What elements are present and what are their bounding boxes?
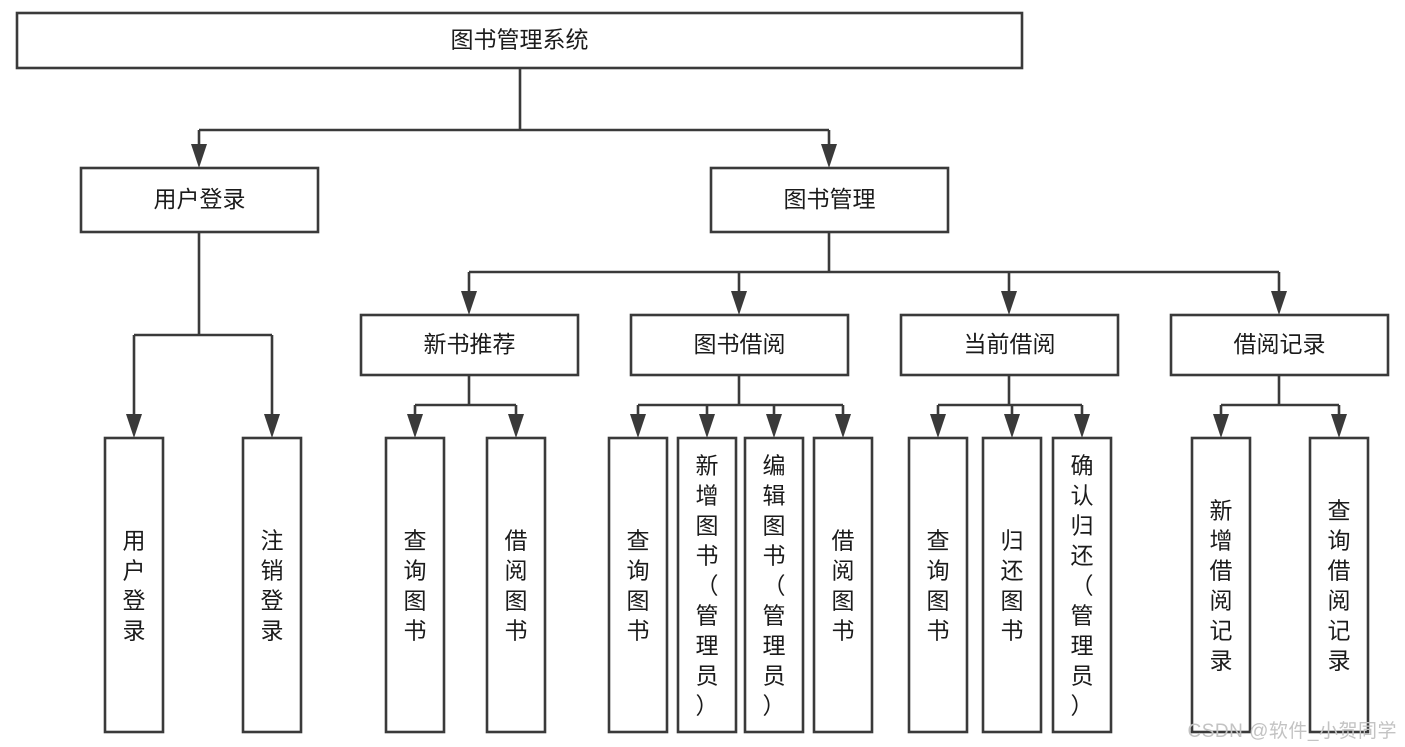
node-label: 确认归还（管理员） [1071,452,1094,718]
node-box[interactable] [981,436,1043,734]
node-current-borrow[interactable]: 当前借阅 [899,313,1120,377]
node-box[interactable] [384,436,446,734]
node-box[interactable] [485,436,547,734]
node-leaf-query-book[interactable]: 查询图书 [607,436,669,734]
node-leaf-edit-book-admin[interactable]: 编辑图书（管理员） [743,436,805,734]
connector-user-login-to-leaves [126,232,280,438]
node-label: 查询借阅记录 [1328,497,1351,673]
node-book-manage[interactable]: 图书管理 [709,166,950,234]
arrow-head-icon [699,414,715,438]
node-box[interactable] [812,436,874,734]
arrow-head-icon [407,414,423,438]
arrow-head-icon [630,414,646,438]
arrow-head-icon [821,144,837,168]
node-label: 图书借阅 [694,331,786,357]
node-box[interactable] [899,313,1120,377]
node-borrow-record[interactable]: 借阅记录 [1169,313,1390,377]
connector-root-to-level2 [191,68,837,168]
node-box[interactable] [709,166,950,234]
node-label: 新增图书（管理员） [696,452,719,718]
node-box[interactable] [607,436,669,734]
node-box[interactable] [629,313,850,377]
connector-book-manage-to-level3 [461,232,1287,315]
arrow-head-icon [731,291,747,315]
arrow-head-icon [1213,414,1229,438]
arrow-head-icon [835,414,851,438]
arrow-head-icon [508,414,524,438]
arrow-head-icon [264,414,280,438]
node-label: 当前借阅 [964,331,1056,357]
node-label: 查询图书 [627,527,650,643]
node-box[interactable] [359,313,580,377]
node-book-borrow[interactable]: 图书借阅 [629,313,850,377]
arrow-head-icon [126,414,142,438]
arrow-head-icon [766,414,782,438]
node-box[interactable] [79,166,320,234]
node-label: 查询图书 [404,527,427,643]
node-box[interactable] [907,436,969,734]
node-leaf-query-borrow-record[interactable]: 查询借阅记录 [1308,436,1370,734]
connector-current-borrow-to-leaves [930,375,1090,438]
node-label: 借阅图书 [832,527,855,643]
node-label: 新增借阅记录 [1210,497,1233,673]
arrow-head-icon [1004,414,1020,438]
arrow-head-icon [1271,291,1287,315]
node-label: 查询图书 [927,527,950,643]
node-leaf-add-borrow-record[interactable]: 新增借阅记录 [1190,436,1252,734]
node-box[interactable] [1169,313,1390,377]
arrow-head-icon [1331,414,1347,438]
node-label: 用户登录 [123,527,146,643]
node-leaf-user-login[interactable]: 用户登录 [103,436,165,734]
arrow-head-icon [1001,291,1017,315]
node-label: 新书推荐 [424,331,516,357]
arrow-head-icon [191,144,207,168]
watermark-text: CSDN @软件_小贺同学 [1187,721,1397,742]
node-box[interactable] [103,436,165,734]
node-label: 归还图书 [1001,527,1024,643]
node-new-book-recommend[interactable]: 新书推荐 [359,313,580,377]
connector-borrow-record-to-leaves [1213,375,1347,438]
connector-book-borrow-to-leaves [630,375,851,438]
arrow-head-icon [930,414,946,438]
node-user-login[interactable]: 用户登录 [79,166,320,234]
node-leaf-query-book-cur[interactable]: 查询图书 [907,436,969,734]
node-leaf-borrow-book-rec[interactable]: 借阅图书 [485,436,547,734]
node-label: 编辑图书（管理员） [763,452,786,718]
node-box[interactable] [15,11,1024,70]
node-leaf-return-book[interactable]: 归还图书 [981,436,1043,734]
connectors-layer [126,68,1347,438]
node-leaf-user-logout[interactable]: 注销登录 [241,436,303,734]
node-leaf-borrow-book[interactable]: 借阅图书 [812,436,874,734]
node-label: 借阅图书 [505,527,528,643]
arrow-head-icon [461,291,477,315]
node-leaf-add-book-admin[interactable]: 新增图书（管理员） [676,436,738,734]
node-root[interactable]: 图书管理系统 [15,11,1024,70]
node-box[interactable] [743,436,805,734]
node-box[interactable] [1051,436,1113,734]
connector-new-book-recommend-to-leaves [407,375,524,438]
node-box[interactable] [241,436,303,734]
node-box[interactable] [1308,436,1370,734]
node-label: 借阅记录 [1234,331,1326,357]
node-box[interactable] [676,436,738,734]
nodes-layer: 图书管理系统用户登录图书管理新书推荐图书借阅当前借阅借阅记录用户登录注销登录查询… [15,11,1390,734]
arrow-head-icon [1074,414,1090,438]
node-label: 图书管理 [784,186,876,212]
node-label: 图书管理系统 [451,27,589,53]
node-label: 注销登录 [261,527,284,643]
node-leaf-confirm-return-admin[interactable]: 确认归还（管理员） [1051,436,1113,734]
node-label: 用户登录 [154,186,246,212]
node-box[interactable] [1190,436,1252,734]
node-leaf-query-book-rec[interactable]: 查询图书 [384,436,446,734]
